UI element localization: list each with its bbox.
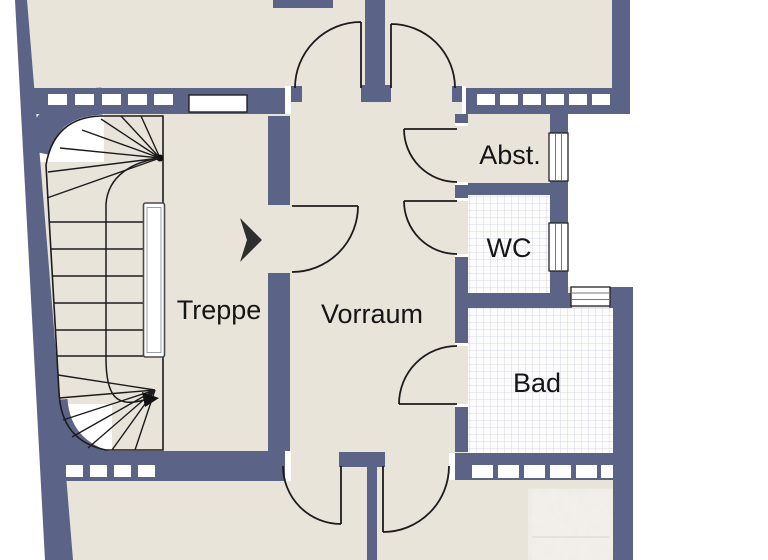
room-label-bad: Bad	[513, 368, 561, 398]
room-bad-floor	[468, 308, 613, 453]
stair-treads-upper-fan	[46, 115, 161, 199]
door-wc	[403, 200, 458, 255]
wall-bottom-rooms-divider	[367, 467, 377, 560]
door-abst	[403, 128, 458, 183]
wall-left-slanted	[15, 0, 73, 560]
door-top-right	[390, 23, 456, 89]
room-wc-floor	[468, 195, 550, 293]
wall-right-bad	[613, 300, 633, 560]
stair-outline	[45, 115, 164, 451]
wall-stub-bottom-doors	[339, 452, 385, 467]
wall-top-rooms-divider	[365, 0, 385, 86]
stair-treads-straight	[49, 221, 144, 357]
stair-treads-lower-fan	[57, 374, 156, 451]
stair-walkline	[105, 157, 161, 404]
door-bad	[398, 345, 458, 405]
door-bottom-left	[282, 465, 342, 525]
room-label-wc: WC	[487, 233, 532, 263]
doors	[282, 21, 458, 533]
stair-newel	[142, 202, 166, 358]
wall-abst-wc-divider	[455, 183, 550, 195]
window-band-bottom-right	[472, 465, 613, 478]
wall-right-top	[612, 0, 630, 114]
window-bad-top	[570, 286, 611, 307]
stair-newel-inner	[146, 207, 162, 353]
direction-arrow-icon	[240, 218, 262, 262]
door-treppe	[291, 205, 359, 273]
wall-stub-top-doors	[361, 85, 391, 102]
door-openings	[268, 126, 468, 404]
wall-wc-bad-divider	[455, 293, 572, 308]
window-abst-right	[548, 132, 569, 182]
window-band-top-left	[48, 94, 173, 105]
door-jamb-top-right	[452, 86, 462, 102]
staircase	[45, 115, 166, 451]
door-jamb-lines	[285, 86, 468, 481]
room-label-treppe: Treppe	[177, 295, 262, 325]
window-treppe-top	[188, 94, 248, 113]
door-jamb-top-left	[291, 86, 302, 102]
room-label-abst: Abst.	[479, 140, 541, 170]
window-band-top-right	[477, 94, 610, 105]
window-wc-right	[548, 222, 569, 272]
wall-treppe-vorraum-divider	[268, 116, 290, 452]
stone-floor-texture	[532, 492, 609, 560]
door-top-left	[294, 21, 362, 89]
room-label-vorraum: Vorraum	[321, 299, 423, 329]
window-band-bottom-left	[66, 465, 155, 477]
door-bottom-right	[382, 465, 450, 533]
wall-stub-top-edge	[273, 0, 333, 8]
stair-walkline-arrowhead	[142, 392, 159, 407]
